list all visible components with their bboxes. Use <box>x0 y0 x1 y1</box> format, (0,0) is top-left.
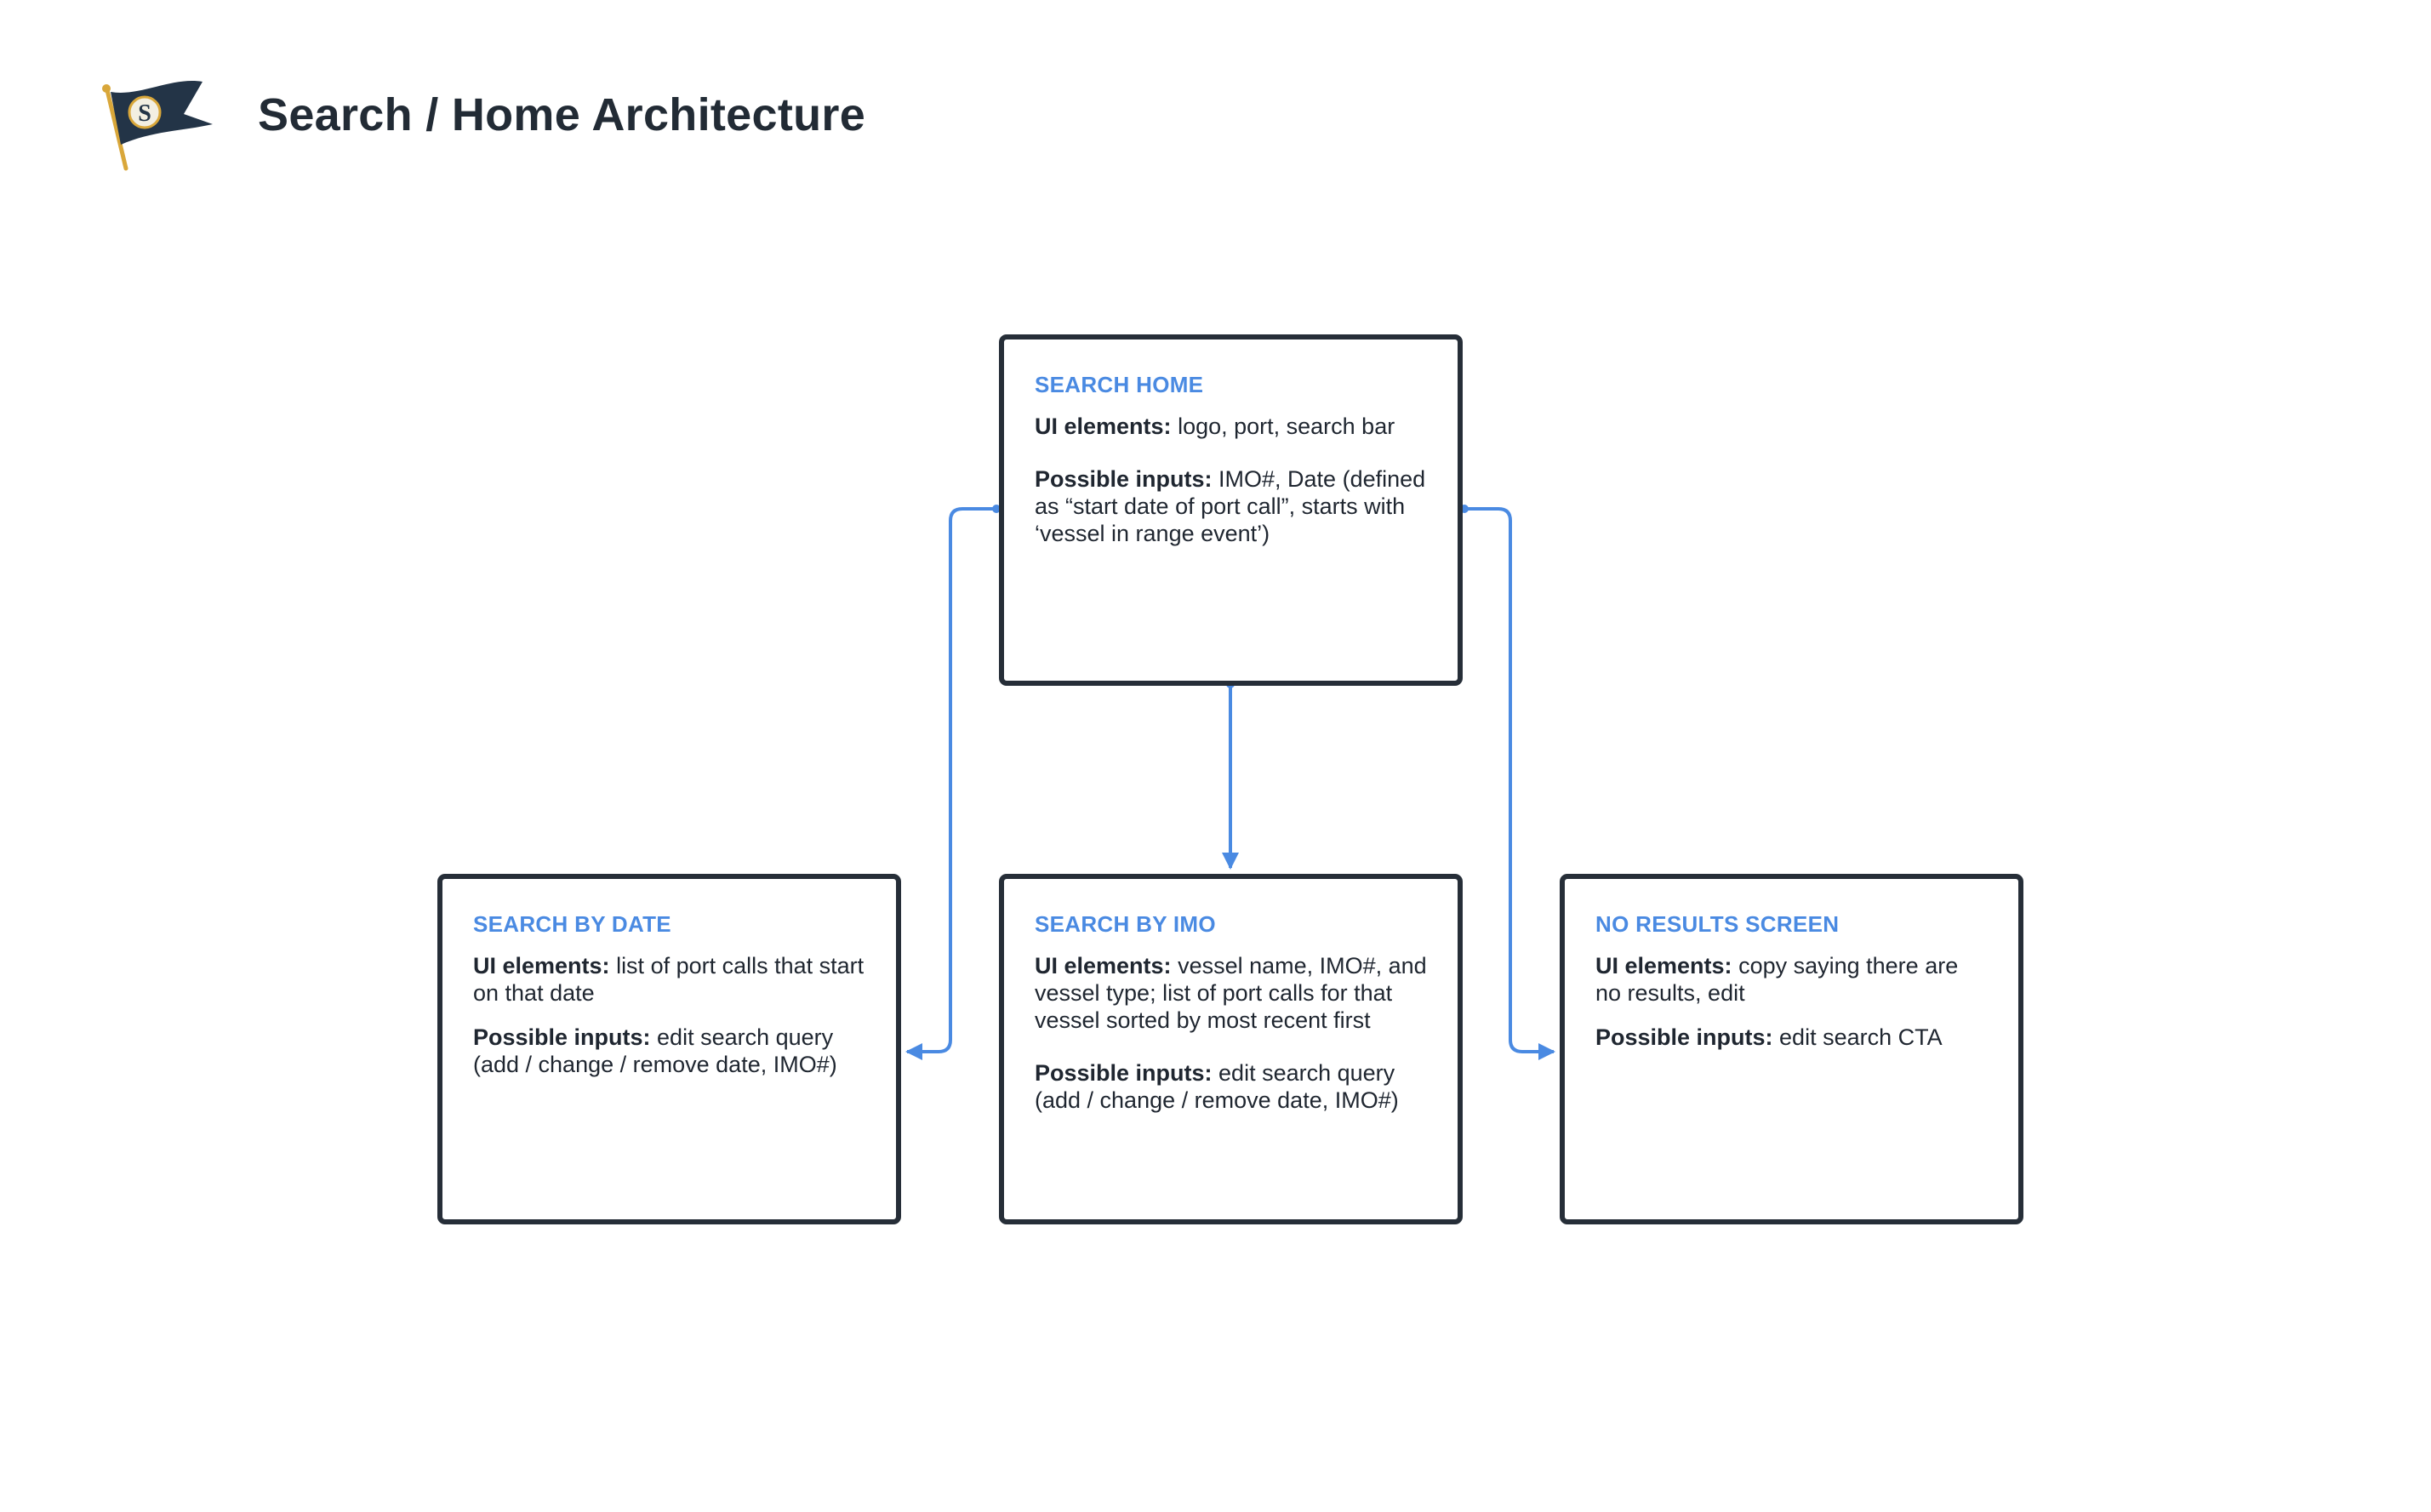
ui-elements-label: UI elements: <box>473 953 610 979</box>
connector-home-to-date-start-dot <box>992 505 1001 513</box>
node-search-by-date: SEARCH BY DATE UI elements: list of port… <box>437 874 901 1224</box>
possible-inputs-label: Possible inputs: <box>1035 1060 1213 1086</box>
possible-inputs-value: edit search query (add / change / remove… <box>473 1024 837 1077</box>
node-search-home: SEARCH HOME UI elements: logo, port, sea… <box>999 334 1463 686</box>
node-title: SEARCH BY DATE <box>473 911 671 937</box>
flag-pole <box>105 88 128 171</box>
flag-pole-finial <box>102 84 111 93</box>
ui-elements-text: UI elements: vessel name, IMO#, and vess… <box>1035 952 1427 1034</box>
node-title: SEARCH BY IMO <box>1035 911 1216 937</box>
node-search-by-imo: SEARCH BY IMO UI elements: vessel name, … <box>999 874 1463 1224</box>
ui-elements-text: UI elements: list of port calls that sta… <box>473 952 865 1007</box>
possible-inputs-label: Possible inputs: <box>1035 466 1213 492</box>
ui-elements-value: vessel name, IMO#, and vessel type; list… <box>1035 953 1427 1033</box>
flag-emblem-letter: S <box>138 100 151 127</box>
pennant-flag-icon: S <box>102 81 213 171</box>
ui-elements-value: logo, port, search bar <box>1171 414 1395 439</box>
ui-elements-value: list of port calls that start on that da… <box>473 953 865 1006</box>
ui-elements-text: UI elements: copy saying there are no re… <box>1595 952 1988 1007</box>
ui-elements-text: UI elements: logo, port, search bar <box>1035 413 1427 440</box>
flag-cloth <box>111 81 213 145</box>
page-title: Search / Home Architecture <box>258 89 866 140</box>
possible-inputs-text: Possible inputs: IMO#, Date (defined as … <box>1035 465 1427 547</box>
possible-inputs-value: edit search query (add / change / remove… <box>1035 1060 1399 1113</box>
ui-elements-label: UI elements: <box>1035 414 1172 439</box>
possible-inputs-text: Possible inputs: edit search query (add … <box>1035 1059 1427 1114</box>
node-title: NO RESULTS SCREEN <box>1595 911 1840 937</box>
node-no-results-screen: NO RESULTS SCREEN UI elements: copy sayi… <box>1560 874 2023 1224</box>
ui-elements-value: copy saying there are no results, edit <box>1595 953 1959 1006</box>
possible-inputs-text: Possible inputs: edit search CTA <box>1595 1024 1988 1051</box>
connector-home-to-date <box>905 507 996 1060</box>
possible-inputs-label: Possible inputs: <box>473 1024 651 1050</box>
possible-inputs-value: IMO#, Date (defined as “start date of po… <box>1035 466 1426 546</box>
ui-elements-label: UI elements: <box>1035 953 1172 979</box>
flag-emblem <box>128 95 162 129</box>
ui-elements-label: UI elements: <box>1595 953 1732 979</box>
possible-inputs-label: Possible inputs: <box>1595 1024 1773 1050</box>
possible-inputs-text: Possible inputs: edit search query (add … <box>473 1024 865 1078</box>
possible-inputs-value: edit search CTA <box>1772 1024 1943 1050</box>
connector-home-to-no-results <box>1464 507 1555 1060</box>
node-title: SEARCH HOME <box>1035 372 1204 397</box>
